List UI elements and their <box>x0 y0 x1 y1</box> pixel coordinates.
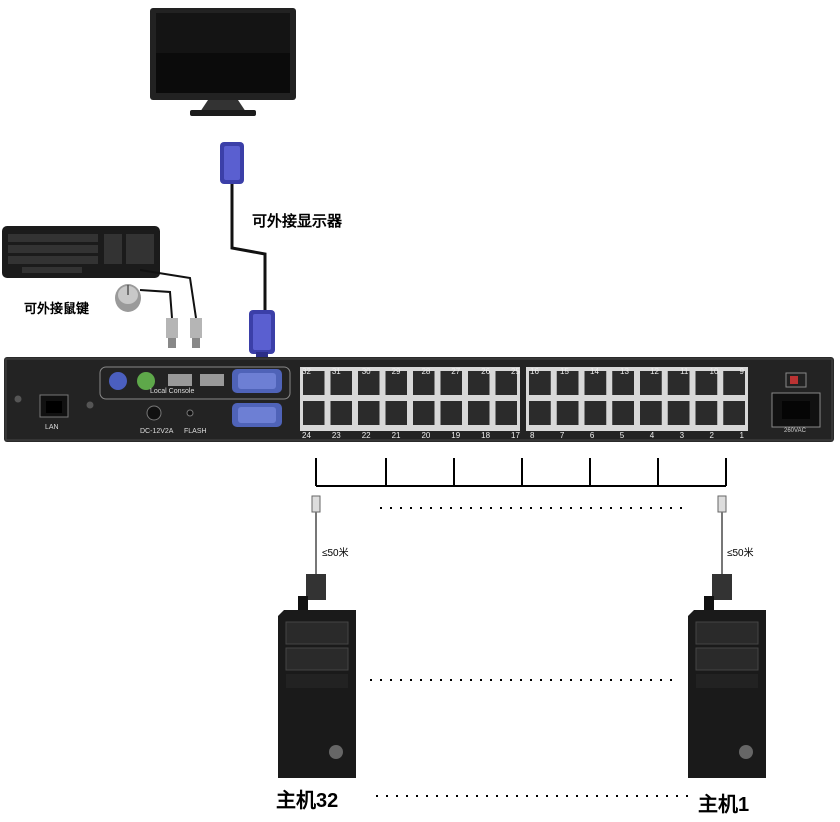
ports-bottom-right: 8 7 6 5 4 3 2 1 <box>530 431 744 441</box>
rj45-socket <box>667 401 690 425</box>
port-number-16: 16 <box>530 367 539 376</box>
rj45-socket <box>612 371 634 395</box>
local-console-label: Local Console <box>150 388 195 395</box>
port-number-8: 8 <box>530 431 535 440</box>
ac-label: 260VAC <box>784 428 806 434</box>
host-1-label: 主机1 <box>698 794 750 816</box>
port-number-25: 25 <box>511 367 520 376</box>
rj45-socket <box>330 401 352 425</box>
rj45-socket <box>330 371 352 395</box>
rj45-socket <box>385 401 407 425</box>
rj45-socket <box>303 371 325 395</box>
rj45-socket <box>723 371 745 395</box>
port-number-12: 12 <box>650 367 659 376</box>
host-32-label: 主机32 <box>276 790 339 812</box>
rj45-socket <box>440 401 462 425</box>
rj45-socket <box>640 401 662 425</box>
port-number-26: 26 <box>481 367 491 376</box>
rj45-socket <box>695 401 718 425</box>
rj45-socket <box>667 371 690 395</box>
rj45-socket <box>723 401 745 425</box>
port-number-19: 19 <box>451 431 461 440</box>
port-number-17: 17 <box>511 431 520 440</box>
port-number-21: 21 <box>391 431 401 440</box>
rj45-socket <box>695 371 718 395</box>
port-number-4: 4 <box>649 431 655 440</box>
cable-length-right: ≤50米 <box>727 548 754 559</box>
flash-label: FLASH <box>184 428 207 435</box>
port-number-32: 32 <box>302 367 311 376</box>
port-number-13: 13 <box>620 367 629 376</box>
rj45-socket <box>584 371 607 395</box>
host-1-pc <box>688 610 766 778</box>
rj45-socket <box>413 401 435 425</box>
keyboard-mouse-label: 可外接鼠键 <box>24 301 90 316</box>
port-number-2: 2 <box>709 431 714 440</box>
rj45-socket <box>358 401 380 425</box>
dc-label: DC-12V2A <box>140 428 174 435</box>
port-number-6: 6 <box>589 431 595 440</box>
ports-bottom-left: 24 23 22 21 20 19 18 17 <box>302 431 520 441</box>
ports-top-left: 32 31 30 29 28 27 26 25 <box>302 367 520 377</box>
port-number-15: 15 <box>560 367 569 376</box>
rj45-socket <box>529 371 551 395</box>
rj45-socket <box>303 401 325 425</box>
rj45-socket <box>413 371 435 395</box>
port-number-1: 1 <box>739 431 744 440</box>
host-32-pc <box>278 610 356 778</box>
rj45-socket <box>385 371 407 395</box>
lan-label: LAN <box>45 424 59 431</box>
port-number-3: 3 <box>679 431 685 440</box>
port-number-14: 14 <box>590 367 599 376</box>
mouse <box>114 283 142 313</box>
rj45-socket <box>612 401 634 425</box>
monitor <box>150 8 296 118</box>
rj45-socket <box>584 401 607 425</box>
kvm-switch-panel <box>4 357 834 442</box>
ports-top-right: 16 15 14 13 12 11 10 9 <box>530 367 744 377</box>
rj45-socket <box>556 371 579 395</box>
rj45-socket <box>358 371 380 395</box>
port-number-22: 22 <box>361 431 371 440</box>
port-number-7: 7 <box>559 431 565 440</box>
rj45-socket <box>529 401 551 425</box>
rj45-socket <box>468 371 490 395</box>
port-number-10: 10 <box>709 367 719 376</box>
port-number-30: 30 <box>361 367 371 376</box>
port-number-28: 28 <box>421 367 431 376</box>
port-number-29: 29 <box>391 367 401 376</box>
rj45-socket <box>495 371 517 395</box>
port-number-5: 5 <box>619 431 625 440</box>
port-number-20: 20 <box>421 431 431 440</box>
port-number-27: 27 <box>451 367 461 376</box>
rj45-socket <box>640 371 662 395</box>
port-number-23: 23 <box>331 431 341 440</box>
rj45-socket <box>468 401 490 425</box>
port-number-11: 11 <box>680 367 689 376</box>
keyboard <box>2 226 160 278</box>
rj45-socket <box>556 401 579 425</box>
rj45-socket <box>495 401 517 425</box>
monitor-label: 可外接显示器 <box>252 213 343 230</box>
port-number-9: 9 <box>739 367 744 376</box>
rj45-socket <box>440 371 462 395</box>
cable-length-left: ≤50米 <box>322 548 349 559</box>
port-number-31: 31 <box>331 367 341 376</box>
port-number-24: 24 <box>302 431 311 440</box>
port-number-18: 18 <box>481 431 491 440</box>
